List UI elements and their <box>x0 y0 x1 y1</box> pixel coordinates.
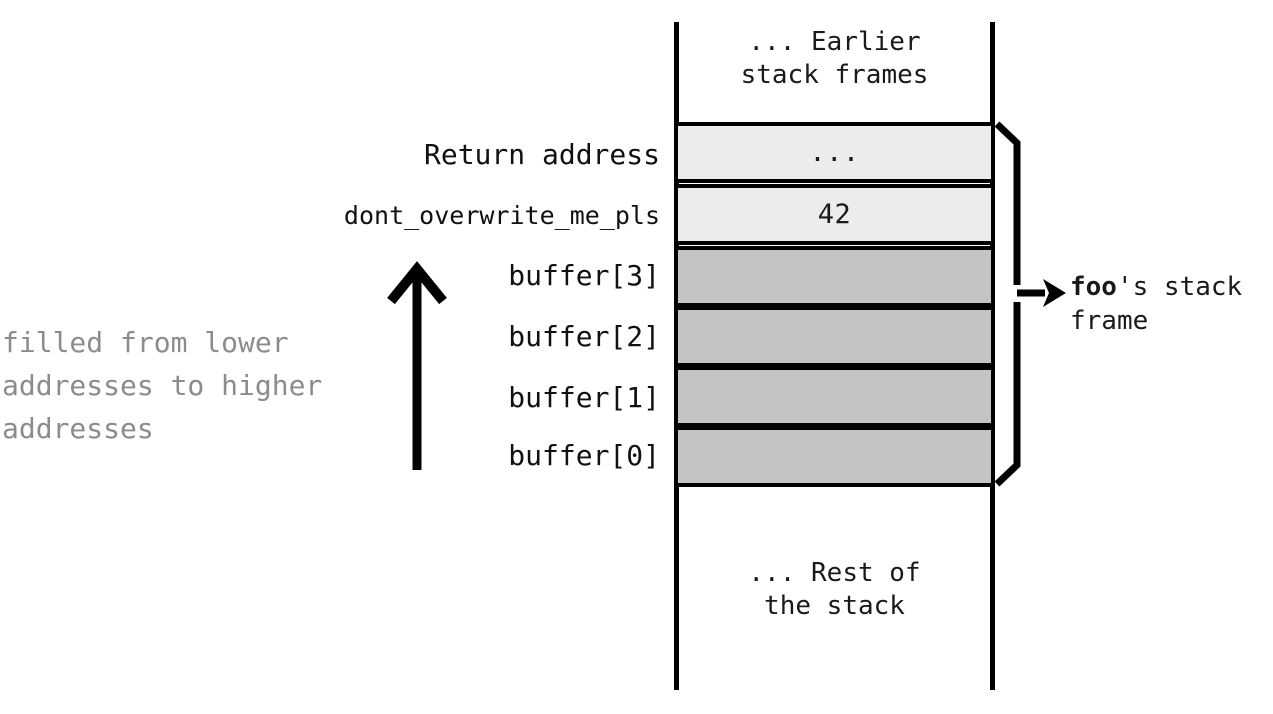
row-label-buffer-1: buffer[1] <box>508 381 660 414</box>
foo-stack-frame-label: foo's stack frame <box>1070 271 1273 339</box>
foo-stack-frame-label-bold: foo <box>1070 272 1117 302</box>
row-label-buffer-0: buffer[0] <box>508 439 660 472</box>
row-label-buffer-2: buffer[2] <box>508 320 660 353</box>
row-label-dont-overwrite-me-pls: dont_overwrite_me_pls <box>343 201 660 230</box>
row-label-buffer-3: buffer[3] <box>508 259 660 292</box>
foo-stack-frame-label-rest: 's stack frame <box>1070 272 1258 336</box>
stack-cell-buffer-1 <box>678 366 991 427</box>
rest-of-stack-label: ... Rest of the stack <box>748 558 921 622</box>
earlier-stack-frames-label: ... Earlier stack frames <box>740 27 929 91</box>
row-label-return-address: Return address <box>423 138 660 171</box>
stack-boundary-right-line <box>990 22 995 690</box>
stack-cell-buffer-0 <box>678 426 991 487</box>
stack-cell-buffer-2 <box>678 306 991 367</box>
stack-cell-buffer-3 <box>678 246 991 307</box>
foo-frame-arrowhead <box>1043 279 1066 307</box>
foo-frame-bracket <box>994 121 1045 487</box>
stack-cell-dont-overwrite-me-pls: 42 <box>678 184 991 245</box>
stack-boundary-left-line <box>674 22 679 690</box>
fill-direction-note: filled from lower addresses to higher ad… <box>2 326 323 445</box>
stack-cell-return-address: ... <box>678 122 991 183</box>
